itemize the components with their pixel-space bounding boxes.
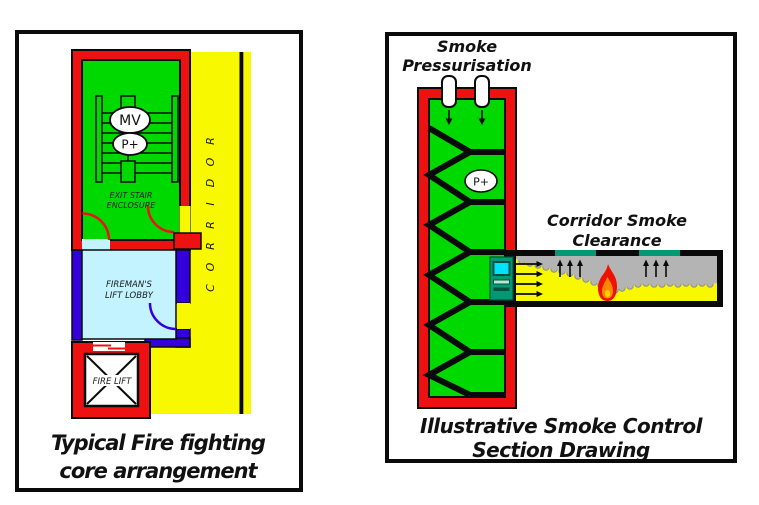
stair-corridor-door-swing xyxy=(146,205,175,234)
door-push-bar xyxy=(493,287,510,291)
left-caption: Typical Fire fighting core arrangement xyxy=(51,431,267,483)
right-caption: Illustrative Smoke Control Section Drawi… xyxy=(420,414,704,459)
corridor-letter: D xyxy=(204,179,217,187)
fire-lift-label: FIRE LIFT xyxy=(93,377,133,387)
corridor-letter: O xyxy=(204,262,217,271)
stair-enclosure-label-1: EXIT STAIR xyxy=(110,191,153,200)
corridor-letter: O xyxy=(204,157,217,166)
fire-flame-icon xyxy=(598,264,617,301)
lobby-door-swing xyxy=(148,302,177,331)
corridor-letter: R xyxy=(204,242,217,250)
corridor-letter: R xyxy=(204,137,217,145)
pressure-badge-label: P+ xyxy=(473,176,489,189)
fire-door xyxy=(489,256,514,301)
smoke-layer xyxy=(516,256,717,294)
pressure-badge-label: P+ xyxy=(121,138,138,152)
smoke-pressurisation-label-2: Pressurisation xyxy=(402,56,532,75)
stair-flights-section xyxy=(422,125,505,398)
pressure-badge: P+ xyxy=(112,132,148,156)
mv-badge-label: MV xyxy=(119,113,141,129)
pressure-badge: P+ xyxy=(464,169,498,193)
door-airflow-arrows xyxy=(516,261,543,297)
left-caption-line-2: core arrangement xyxy=(59,459,258,483)
stair-corridor-door-opening xyxy=(179,206,191,234)
firemans-lift-lobby: FIREMAN'S LIFT LOBBY xyxy=(71,249,191,348)
stair-lobby-door-swing xyxy=(82,212,111,241)
lobby-label-2: LIFT LOBBY xyxy=(105,291,154,301)
mv-badge: MV xyxy=(109,106,151,134)
lobby-wall-left xyxy=(71,249,83,341)
supply-vent-icon xyxy=(474,75,490,108)
smoke-extract-arrows xyxy=(557,259,669,277)
smoke-control-drawing: Smoke Pressurisation xyxy=(402,37,723,459)
fire-lift-label-patch xyxy=(91,375,133,386)
lobby-door-opening xyxy=(177,303,190,329)
stair-enclosure-label-2: ENCLOSURE xyxy=(107,201,157,210)
door-vision-panel xyxy=(492,261,511,276)
right-caption-line-1: Illustrative Smoke Control xyxy=(420,414,704,438)
supply-vent-icon xyxy=(441,75,457,108)
corridor-clearance-label-2: Clearance xyxy=(572,231,661,250)
lobby-wall-right-upper xyxy=(175,249,191,304)
lobby-label-1: FIREMAN'S xyxy=(106,280,153,290)
corridor-letter: I xyxy=(204,202,217,205)
left-caption-line-1: Typical Fire fighting xyxy=(51,431,266,455)
stair-lobby-door-opening xyxy=(82,239,110,251)
door-sign xyxy=(493,279,510,285)
airflow-down-arrows xyxy=(445,110,486,125)
stair-shaft-section: P+ xyxy=(417,75,517,409)
smoke-control-section-panel: Smoke Pressurisation xyxy=(385,32,737,463)
corridor-section xyxy=(505,250,723,307)
fire-lift: FIRE LIFT xyxy=(71,341,151,419)
smoke-pressurisation-label-1: Smoke xyxy=(437,37,497,56)
corridor-letter: R xyxy=(204,221,217,229)
core-plan-drawing: R O D I R R O C xyxy=(51,49,267,483)
pressurisation-vents xyxy=(441,75,490,125)
exit-stair-enclosure: MV P+ EXIT STAIR ENCLOSURE xyxy=(71,49,202,251)
typical-core-plan-panel: R O D I R R O C xyxy=(15,30,303,492)
ceiling-extract-vent xyxy=(639,250,680,256)
corridor-vertical-label: R O D I R R O C xyxy=(204,137,217,292)
right-caption-line-2: Section Drawing xyxy=(472,438,650,459)
corridor-letter: C xyxy=(204,284,217,292)
corridor-outer-wall-line xyxy=(239,52,244,414)
ceiling-extract-vent xyxy=(555,250,596,256)
corridor-clearance-label-1: Corridor Smoke xyxy=(547,211,687,230)
wall-stub xyxy=(173,232,202,250)
